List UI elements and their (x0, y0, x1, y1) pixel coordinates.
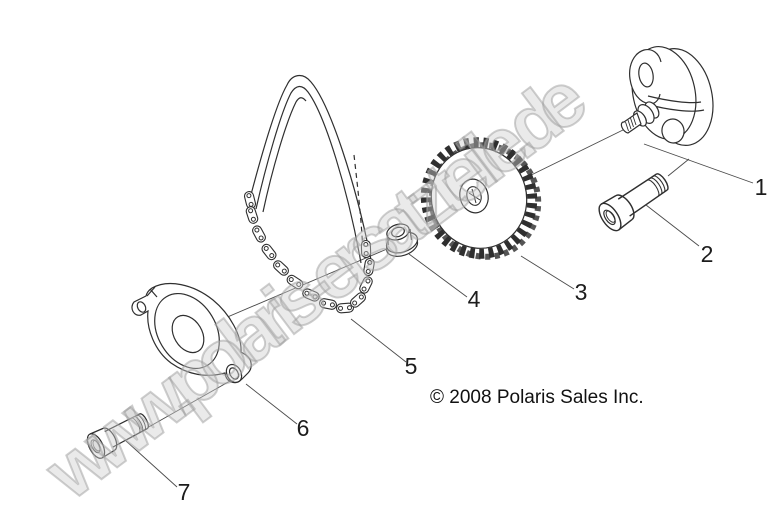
chain-strand-middle (255, 85, 362, 264)
chain-strand-inner (262, 97, 307, 213)
chain-link (300, 286, 322, 304)
plate-raised-ring (154, 293, 220, 369)
callout-label-4: 4 (467, 286, 481, 312)
chain-link (244, 204, 260, 226)
gear-bore (466, 186, 482, 206)
chain-strand-outer (247, 75, 372, 261)
chain-link (271, 258, 291, 278)
gear-teeth-ring (420, 137, 538, 259)
leader-line-4 (408, 253, 468, 298)
part-gear (420, 137, 542, 260)
chain-link (250, 223, 268, 245)
part-mounting-bolt (594, 166, 675, 236)
pump-ear-hole (638, 62, 654, 88)
axis-line (667, 158, 690, 177)
callout-label-1: 1 (754, 174, 768, 200)
leader-line-5 (350, 318, 407, 363)
callout-label-3: 3 (574, 279, 588, 305)
part-oil-pump (620, 45, 714, 146)
pump-face-boss (661, 118, 685, 144)
leader-lines (125, 143, 754, 488)
axis-line (518, 128, 626, 182)
chain-link (284, 272, 306, 292)
pump-stud-thread-marks (625, 115, 637, 132)
chain-link (259, 241, 279, 263)
leader-line-7 (125, 440, 178, 488)
callout-label-6: 6 (296, 415, 310, 441)
gear-teeth-depth (428, 142, 542, 260)
plate-notch (146, 286, 158, 298)
nut-bore (391, 226, 405, 238)
chain-link (362, 257, 376, 277)
part-nut (385, 223, 419, 257)
chain-link (360, 239, 372, 259)
nut-facet-line (386, 228, 413, 246)
part-cover-bolt (83, 407, 154, 462)
plate-outline (131, 282, 252, 384)
plate-ear-hole (136, 301, 147, 313)
part-chain (242, 75, 376, 314)
part-cover-plate (131, 282, 252, 384)
bolt-shape (83, 407, 154, 462)
plate-ear-hole (228, 367, 240, 380)
copyright-text: © 2008 Polaris Sales Inc. (430, 387, 644, 408)
leader-line-2 (645, 204, 700, 247)
gear-keyway (468, 188, 481, 204)
pump-stud-outline (620, 112, 642, 134)
leader-line-3 (520, 255, 575, 290)
plate-ear-grommet (225, 363, 243, 384)
pump-face-detail-line (647, 95, 702, 104)
plate-center-hole (171, 314, 205, 354)
callout-label-2: 2 (700, 241, 714, 267)
chain-link (357, 274, 375, 296)
pump-mount-ear (629, 48, 662, 105)
leader-line-1 (643, 143, 754, 184)
bolt-shape (594, 166, 675, 236)
callout-label-7: 7 (177, 479, 191, 505)
chain-link (318, 297, 338, 311)
callout-label-5: 5 (404, 353, 418, 379)
leader-line-6 (245, 383, 298, 425)
